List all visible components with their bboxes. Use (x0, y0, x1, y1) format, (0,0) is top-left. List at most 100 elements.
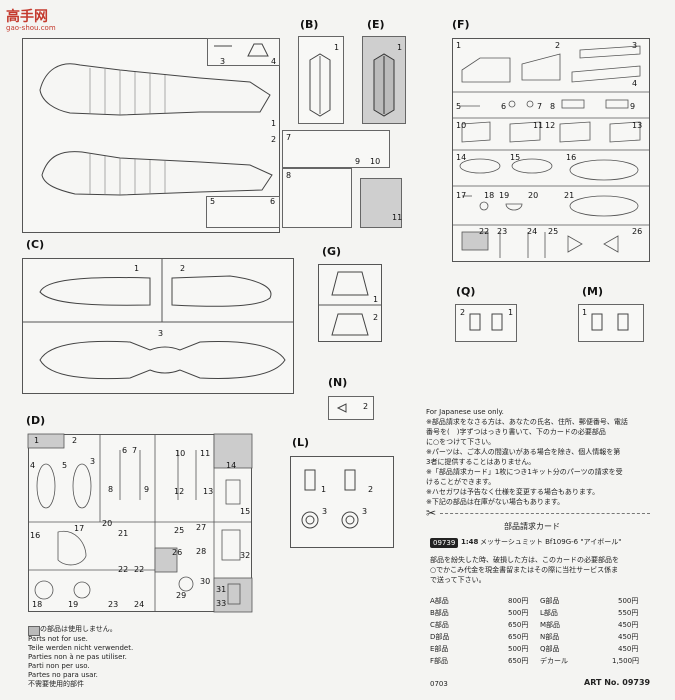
section-label-f: (F) (452, 18, 470, 31)
part-num-d17: 17 (74, 524, 85, 533)
scissors-icon: ✂ (426, 506, 437, 520)
price-left-val-a: 800円 (508, 597, 529, 605)
part-num-f23: 23 (497, 227, 508, 236)
sprue-b (298, 36, 344, 124)
card-code-badge: 09739 (430, 538, 459, 548)
price-left-part-b: B部品 (430, 609, 449, 617)
price-right-part-q: Q部品 (540, 645, 560, 653)
part-num-d26: 26 (172, 548, 183, 557)
part-num-f1: 1 (456, 41, 462, 50)
price-right-val-decal: 1,500円 (612, 657, 640, 665)
part-num-a7: 7 (286, 133, 292, 142)
section-label-e: (E) (367, 18, 385, 31)
part-num-a11: 11 (392, 213, 403, 222)
part-num-f26: 26 (632, 227, 643, 236)
part-num-a5: 5 (210, 197, 216, 206)
sprue-l-frame (290, 456, 394, 548)
card-scale: 1:48 (461, 538, 479, 546)
price-left-part-a: A部品 (430, 597, 449, 605)
part-num-n2: 2 (363, 402, 369, 411)
part-num-l3a: 3 (322, 507, 328, 516)
part-num-d7: 7 (132, 446, 138, 455)
part-num-d2: 2 (72, 436, 78, 445)
card-product-name: メッサーシュミット Bf109G-6 "アイボール" (480, 538, 622, 546)
part-num-f12: 12 (545, 121, 556, 130)
price-right-part-m: M部品 (540, 621, 561, 629)
price-right-part-l: L部品 (540, 609, 558, 617)
part-num-d32: 32 (240, 551, 251, 560)
part-num-d11: 11 (200, 449, 211, 458)
watermark-url: gao-shou.com (6, 24, 56, 32)
part-num-d4: 4 (30, 461, 36, 470)
part-num-a6: 6 (270, 197, 276, 206)
part-num-f24: 24 (527, 227, 538, 236)
card-art-no: ART No. 09739 (584, 678, 651, 687)
notice-line-9: ※下記の部品は在庫がない場合もあります。 (426, 498, 565, 506)
part-num-c1: 1 (134, 264, 140, 273)
sprue-q (455, 304, 517, 342)
part-num-f20: 20 (528, 191, 539, 200)
part-num-f11: 11 (533, 121, 544, 130)
price-right-val-n: 450円 (618, 633, 639, 641)
card-instruction-2: ○でかこみ代金を現金書留またはその際に当社サービス係ま (430, 566, 619, 574)
price-right-val-g: 500円 (618, 597, 639, 605)
part-num-f7: 7 (537, 102, 543, 111)
part-num-d33: 33 (216, 599, 227, 608)
price-right-part-decal: デカール (540, 657, 568, 665)
price-left-val-d: 650円 (508, 633, 529, 641)
cut-line (440, 513, 650, 514)
watermark-logo: 高手网 (6, 9, 48, 25)
price-right-part-g: G部品 (540, 597, 560, 605)
unused-parts-swatch (28, 626, 40, 636)
price-left-val-c: 650円 (508, 621, 529, 629)
notice-line-4: ※パーツは、ご本人の間違いがある場合を除き、個人情報を第 (426, 448, 621, 456)
part-num-d15: 15 (240, 507, 251, 516)
sprue-a-part-5-6 (206, 196, 280, 228)
notice-line-6: ※「部品請求カード」1枚につき1キット分のパーツの請求を受 (426, 468, 623, 476)
notice-header: For Japanese use only. (426, 408, 504, 416)
part-num-d19: 19 (68, 600, 79, 609)
part-num-d16: 16 (30, 531, 41, 540)
sprue-a-part-3-4 (207, 38, 280, 66)
part-num-m1: 1 (582, 308, 588, 317)
part-num-q1: 1 (508, 308, 514, 317)
price-left-part-d: D部品 (430, 633, 450, 641)
section-label-g: (G) (322, 245, 342, 258)
part-num-f6: 6 (501, 102, 507, 111)
sprue-n (328, 396, 374, 420)
card-instruction-1: 部品を紛失した時、破損した方は、このカードの必要部品を (430, 556, 619, 564)
sprue-m (578, 304, 644, 342)
sprue-a-part-11 (360, 178, 402, 228)
part-num-d18: 18 (32, 600, 43, 609)
part-num-d13: 13 (203, 487, 214, 496)
part-num-f3: 3 (632, 41, 638, 50)
part-num-l1: 1 (321, 485, 327, 494)
part-num-f4: 4 (632, 79, 638, 88)
part-num-q2: 2 (460, 308, 466, 317)
part-num-d10: 10 (175, 449, 186, 458)
part-num-d22b: 22 (134, 565, 145, 574)
part-num-l3b: 3 (362, 507, 368, 516)
part-num-f8: 8 (550, 102, 556, 111)
section-label-d: (D) (26, 414, 46, 427)
part-num-d20: 20 (102, 519, 113, 528)
sprue-a-part-7-9-10 (282, 130, 390, 168)
part-num-e1: 1 (397, 43, 403, 52)
price-right-part-n: N部品 (540, 633, 560, 641)
part-num-f19: 19 (499, 191, 510, 200)
part-num-c2: 2 (180, 264, 186, 273)
sprue-a-part-8 (282, 168, 352, 228)
legend-line-7: 不需要使用的部件 (28, 680, 84, 688)
part-num-d25: 25 (174, 526, 185, 535)
part-num-f21: 21 (564, 191, 575, 200)
price-left-part-f: F部品 (430, 657, 449, 665)
section-label-m: (M) (582, 285, 604, 298)
part-num-c3: 3 (158, 329, 164, 338)
part-num-f25: 25 (548, 227, 559, 236)
